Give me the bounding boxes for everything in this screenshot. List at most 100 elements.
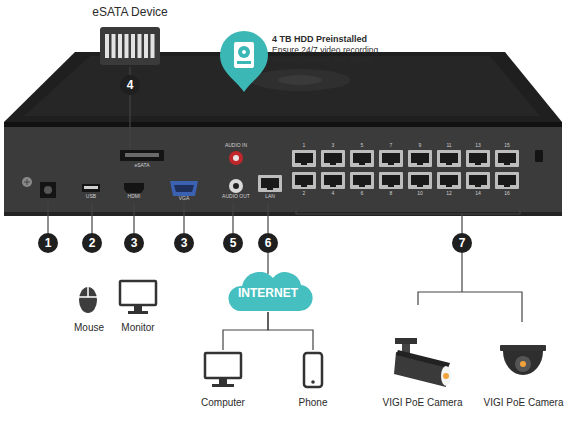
hdd-pin bbox=[220, 31, 268, 92]
esata-device-icon bbox=[151, 34, 155, 58]
leader-line bbox=[133, 202, 134, 233]
lan-port bbox=[258, 175, 282, 192]
usb-port bbox=[82, 184, 100, 192]
dome-camera-icon bbox=[500, 345, 546, 351]
leader-line bbox=[296, 210, 520, 233]
hdd-pin bbox=[237, 61, 251, 64]
esata-port bbox=[125, 153, 159, 157]
leader-line bbox=[267, 253, 268, 274]
port-label: 12 bbox=[429, 191, 469, 196]
port-label: VGA bbox=[164, 196, 204, 201]
internet-cloud: INTERNET bbox=[222, 272, 314, 312]
port-label: LAN bbox=[250, 194, 290, 199]
port-label: 2 bbox=[284, 191, 324, 196]
port-label: 9 bbox=[400, 143, 440, 148]
mouse-icon bbox=[79, 287, 97, 297]
node-label: Mouse bbox=[66, 322, 112, 334]
port-label: AUDIO OUT bbox=[216, 194, 256, 199]
esata-device-icon bbox=[118, 34, 122, 58]
callout-number: 7 bbox=[442, 237, 482, 249]
poe-ports bbox=[495, 150, 519, 167]
poe-ports bbox=[466, 172, 490, 189]
audio-in-jack bbox=[233, 155, 239, 161]
dome-camera-icon bbox=[515, 356, 531, 372]
poe-ports bbox=[379, 172, 403, 189]
nvr-device bbox=[278, 75, 322, 85]
client-icon: Phone bbox=[288, 350, 338, 412]
esata-device-icon bbox=[100, 27, 160, 65]
monitor-icon bbox=[134, 305, 142, 311]
node-label: eSATA Device bbox=[80, 6, 180, 20]
connector-line bbox=[223, 312, 268, 350]
leader-line bbox=[267, 203, 268, 233]
port-label: HDMI bbox=[114, 194, 154, 199]
esata-device-icon bbox=[138, 34, 142, 58]
feature-callout: 4 TB HDD PreinstalledEnsure 24/7 video r… bbox=[218, 28, 418, 94]
lan-port bbox=[258, 175, 282, 192]
callout-number: 6 bbox=[248, 237, 288, 249]
camera-icon: VIGI PoE Camera bbox=[476, 336, 571, 412]
audio-out-jack bbox=[229, 179, 243, 193]
leader-line bbox=[47, 201, 48, 233]
poe-ports bbox=[495, 172, 519, 189]
lock-slot bbox=[535, 150, 543, 162]
peripheral-icon: Monitor bbox=[108, 279, 168, 334]
poe-ports bbox=[408, 150, 432, 167]
power-jack bbox=[40, 182, 56, 198]
port-label: 10 bbox=[400, 191, 440, 196]
hdd-pin bbox=[234, 42, 254, 68]
computer-icon bbox=[212, 384, 234, 387]
leader-line bbox=[91, 202, 92, 233]
nvr-device bbox=[4, 52, 562, 216]
ground-screw bbox=[22, 177, 32, 187]
vga-port bbox=[170, 181, 198, 196]
port-label: 5 bbox=[342, 143, 382, 148]
esata-device-icon bbox=[144, 34, 148, 58]
callout-number: 3 bbox=[114, 237, 154, 249]
poe-ports bbox=[437, 150, 461, 167]
client-icon: Computer bbox=[188, 350, 258, 412]
audio-out-jack bbox=[233, 183, 239, 189]
audio-out-jack bbox=[229, 179, 243, 193]
lock-slot bbox=[535, 150, 543, 162]
port-label: 4 bbox=[313, 191, 353, 196]
esata-device-icon bbox=[105, 34, 109, 58]
leader-line bbox=[418, 253, 522, 322]
mouse-icon bbox=[79, 287, 97, 313]
poe-ports bbox=[292, 150, 316, 167]
port-label: 13 bbox=[458, 143, 498, 148]
nvr-device bbox=[4, 127, 562, 212]
mouse-icon bbox=[79, 287, 97, 313]
callout-number: 1 bbox=[28, 237, 68, 249]
poe-ports bbox=[321, 172, 345, 189]
monitor-icon bbox=[120, 281, 156, 305]
device-icon-group: eSATA Device bbox=[80, 6, 180, 68]
port-label: 7 bbox=[371, 143, 411, 148]
phone-icon bbox=[304, 353, 322, 387]
esata-device-icon bbox=[131, 34, 135, 58]
computer-icon bbox=[205, 353, 241, 378]
usb-port bbox=[84, 186, 98, 189]
callout-number: 4 bbox=[110, 79, 150, 91]
leader-line bbox=[129, 95, 130, 150]
esata-device-icon bbox=[100, 27, 160, 65]
leader-line bbox=[129, 67, 130, 75]
leader-line bbox=[232, 202, 233, 233]
node-label: Monitor bbox=[108, 322, 168, 334]
port-label: eSATA bbox=[122, 163, 162, 168]
computer-icon bbox=[219, 378, 227, 384]
port-label: 15 bbox=[487, 143, 527, 148]
node-label: 4 TB HDD Preinstalled bbox=[272, 34, 418, 44]
esata-port bbox=[120, 150, 164, 161]
phone-icon bbox=[311, 380, 315, 384]
dome-camera-icon bbox=[500, 345, 546, 375]
node-body-text: Ensure 24/7 video recording without miss… bbox=[272, 46, 397, 66]
nvr-device bbox=[250, 69, 350, 91]
port-label: 6 bbox=[342, 191, 382, 196]
bullet-camera-icon bbox=[443, 373, 449, 379]
poe-ports bbox=[292, 172, 316, 189]
hdmi-port bbox=[124, 183, 144, 193]
callout-circle bbox=[38, 75, 472, 253]
leader-line bbox=[48, 67, 522, 322]
